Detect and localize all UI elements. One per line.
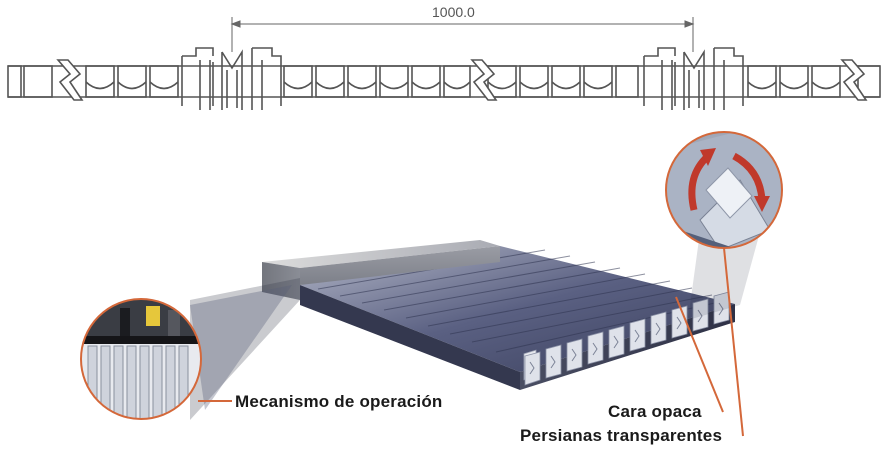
mechanism-label: Mecanismo de operación — [235, 392, 443, 411]
blinds-zoom — [665, 131, 783, 320]
opaque-face-label: Cara opaca — [608, 402, 702, 421]
callout-cone-left — [190, 278, 300, 420]
mechanism-zoom — [80, 298, 202, 420]
panel-cross-section — [7, 47, 881, 110]
rotate-arrow-right-icon — [732, 152, 766, 201]
dimension-line — [230, 17, 695, 52]
rotate-arrow-left-icon — [688, 153, 711, 211]
transparent-blinds-label: Persianas transparentes — [520, 426, 723, 445]
break-marks — [56, 59, 868, 101]
operation-box — [262, 240, 500, 300]
callout-lines — [198, 247, 744, 437]
dimension-label: 1000.0 — [432, 4, 475, 20]
panel-3d — [262, 240, 735, 390]
